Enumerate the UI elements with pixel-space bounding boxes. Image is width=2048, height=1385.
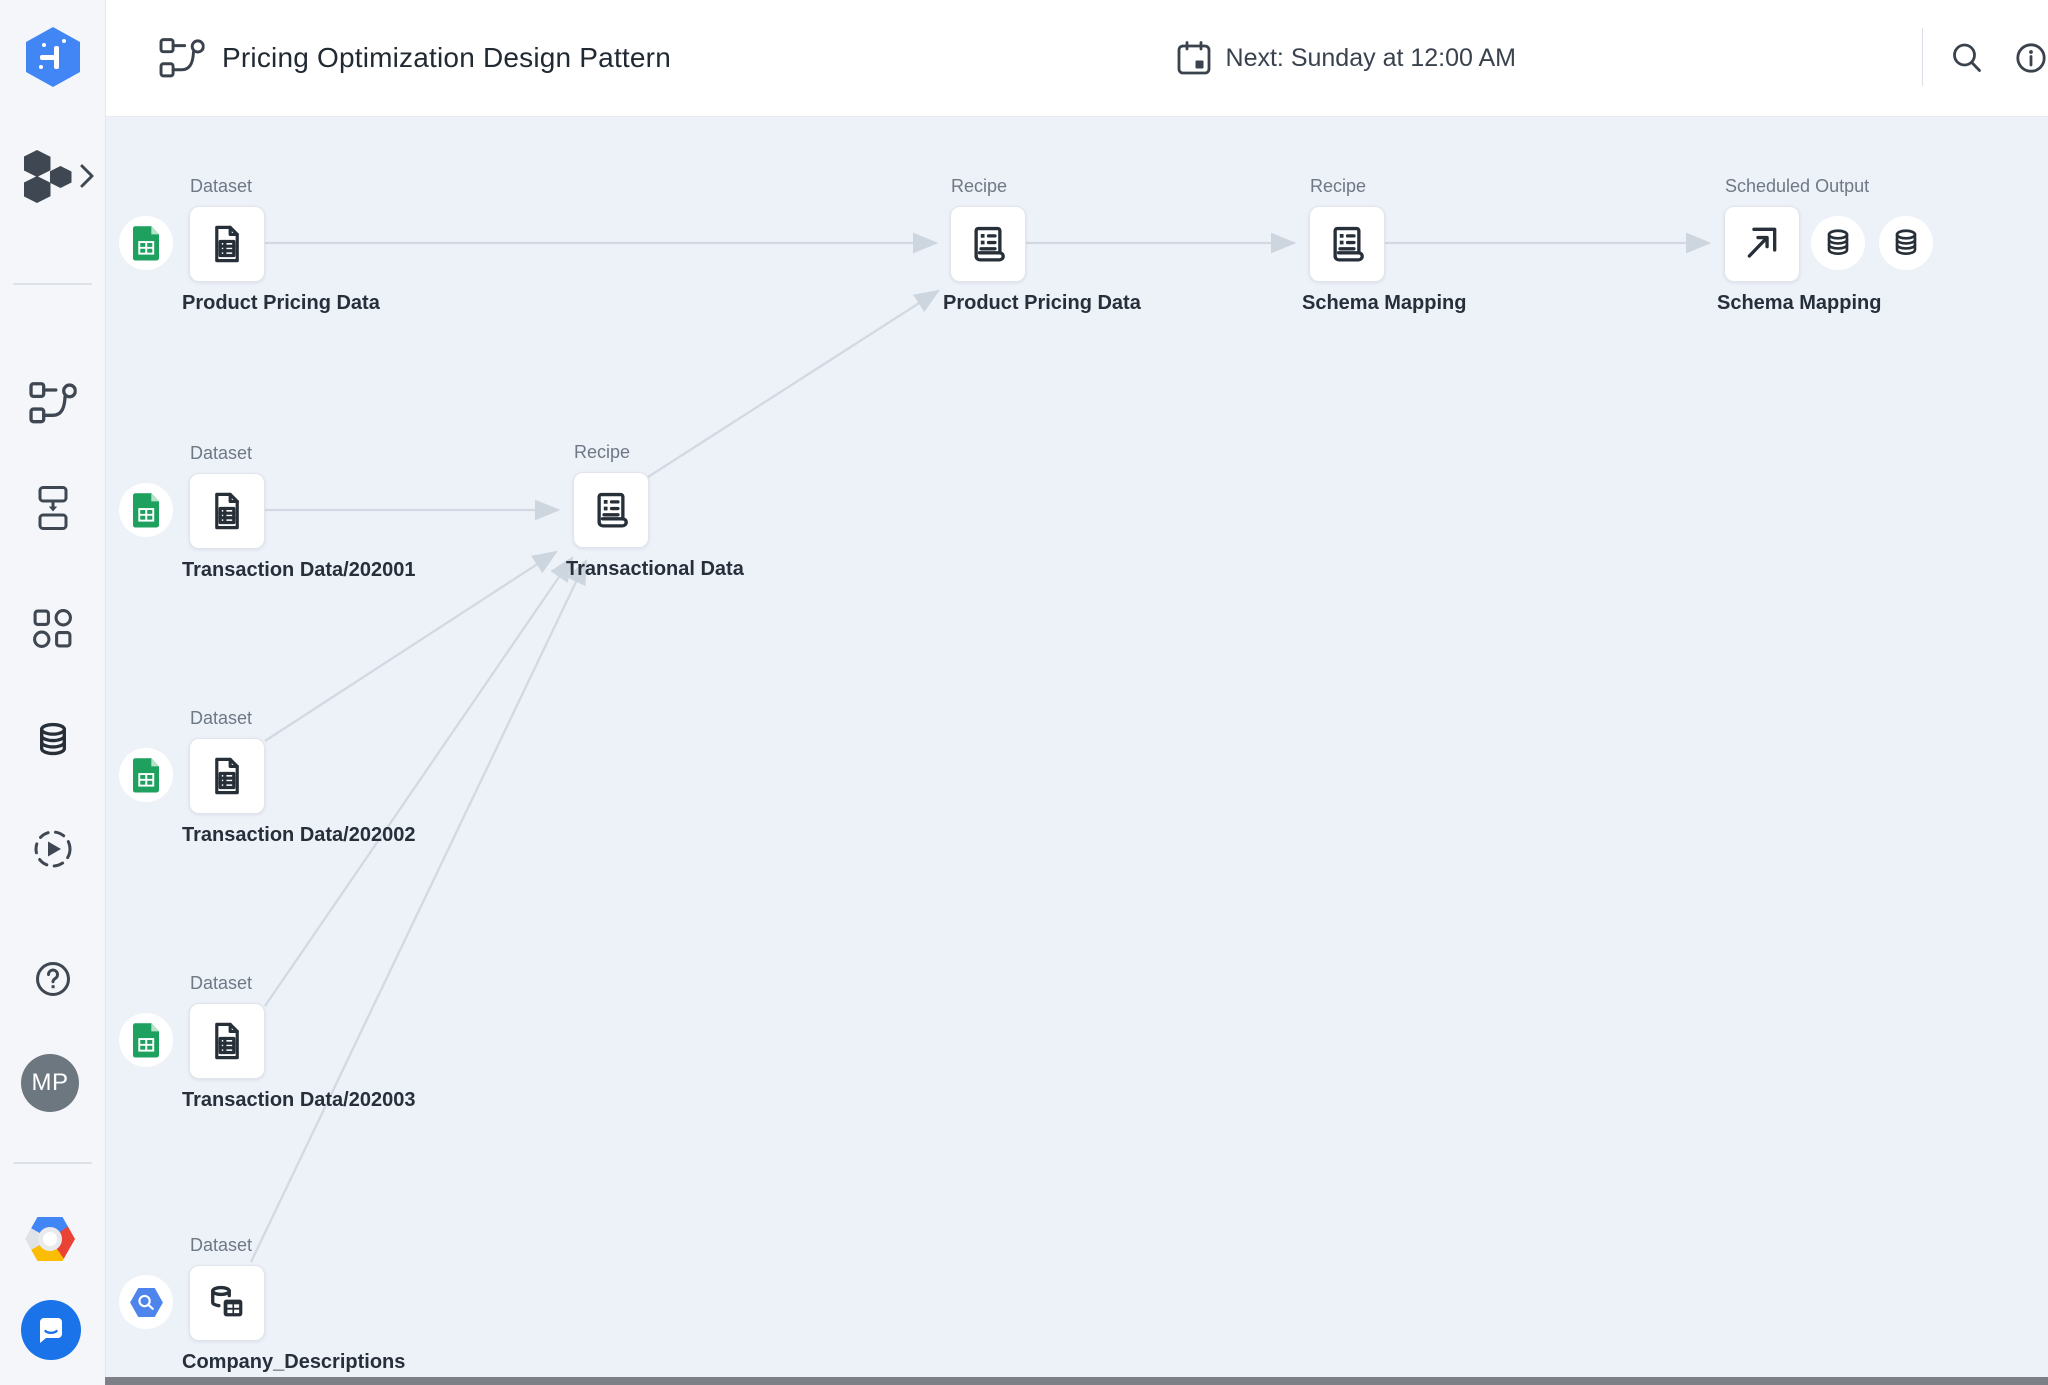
edge <box>264 556 574 1007</box>
flow-node-dataset: Dataset Product Pricing Data <box>119 176 380 314</box>
header-divider <box>1922 28 1923 86</box>
recipe-scroll-icon <box>964 220 1012 268</box>
canvas-bottom-scroll-edge[interactable] <box>105 1377 2048 1385</box>
node-name-label: Transaction Data/202001 <box>182 559 416 581</box>
google-cloud-logo[interactable] <box>25 1217 75 1261</box>
chat-icon[interactable] <box>21 1300 81 1360</box>
sidebar-divider <box>13 283 92 285</box>
bigquery-table-icon <box>203 1279 251 1327</box>
flow-icon <box>28 381 77 425</box>
sidebar: MP <box>0 0 106 1385</box>
flow-node-scheduled-output: Scheduled Output Schema Mapping <box>1717 176 1933 314</box>
node-card[interactable] <box>1309 206 1385 282</box>
output-destination-database[interactable] <box>1811 216 1865 270</box>
node-card[interactable] <box>189 738 265 814</box>
sidebar-item-plans[interactable] <box>0 484 105 532</box>
node-name-label: Schema Mapping <box>1302 292 1467 314</box>
avatar-initials: MP <box>31 1069 69 1096</box>
node-card[interactable] <box>189 206 265 282</box>
node-type-label: Dataset <box>190 176 253 196</box>
search-icon <box>1953 43 1981 72</box>
node-name-label: Transactional Data <box>566 558 744 580</box>
edge <box>249 558 588 1263</box>
sidebar-item-environment-switcher[interactable] <box>0 148 105 204</box>
node-card[interactable] <box>189 473 265 549</box>
sidebar-item-library[interactable] <box>0 606 105 650</box>
database-icon <box>29 716 77 764</box>
node-name-label: Schema Mapping <box>1717 292 1882 314</box>
node-type-label: Dataset <box>190 1235 253 1255</box>
flow-title: Pricing Optimization Design Pattern <box>222 42 671 73</box>
calendar-icon <box>1177 41 1211 75</box>
node-type-label: Recipe <box>1310 176 1367 196</box>
node-type-label: Dataset <box>190 708 253 728</box>
dataset-file-icon <box>204 753 250 799</box>
output-arrow-icon <box>1738 220 1786 268</box>
node-name-label: Transaction Data/202003 <box>182 1089 416 1111</box>
avatar[interactable]: MP <box>21 1054 79 1112</box>
google-sheets-icon <box>119 1013 173 1067</box>
info-button[interactable] <box>2014 0 2048 116</box>
google-sheets-icon <box>119 748 173 802</box>
node-type-label: Dataset <box>190 443 253 463</box>
node-name-label: Product Pricing Data <box>182 292 380 314</box>
dataset-file-icon <box>204 488 250 534</box>
node-name-label: Transaction Data/202002 <box>182 824 416 846</box>
recipe-scroll-icon <box>1323 220 1371 268</box>
node-card[interactable] <box>189 1265 265 1341</box>
node-type-label: Recipe <box>951 176 1008 196</box>
dataprep-logo[interactable] <box>26 27 80 87</box>
plan-icon <box>33 484 73 532</box>
info-icon <box>2016 43 2046 73</box>
hexagon-cluster-chevron-icon <box>7 148 99 204</box>
edge <box>647 289 940 478</box>
header: Pricing Optimization Design Pattern Next… <box>106 0 2048 117</box>
node-name-label: Company_Descriptions <box>182 1351 406 1373</box>
sidebar-divider <box>13 1162 92 1164</box>
flow-node-dataset: Dataset Transaction Data/202002 <box>119 708 415 846</box>
google-sheets-icon <box>119 483 173 537</box>
sidebar-item-connections[interactable] <box>0 716 105 764</box>
node-card[interactable] <box>1724 206 1800 282</box>
recipe-scroll-icon <box>587 486 635 534</box>
library-icon <box>31 607 74 650</box>
node-card[interactable] <box>950 206 1026 282</box>
node-type-label: Dataset <box>190 973 253 993</box>
flow-node-dataset: Dataset Company_Descriptions <box>119 1235 405 1373</box>
database-icon <box>1819 224 1857 262</box>
sidebar-item-flows[interactable] <box>0 381 105 425</box>
flow-node-dataset: Dataset Transaction Data/202001 <box>119 443 415 581</box>
dataset-file-icon <box>204 1018 250 1064</box>
dataset-file-icon <box>204 221 250 267</box>
database-icon <box>1887 224 1925 262</box>
schedule-status[interactable]: Next: Sunday at 12:00 AM <box>1177 0 1516 116</box>
sidebar-item-job-history[interactable] <box>0 827 105 871</box>
bigquery-icon <box>119 1275 173 1329</box>
node-card[interactable] <box>189 1003 265 1079</box>
search-button[interactable] <box>1950 0 1984 116</box>
help-icon <box>33 959 73 999</box>
google-sheets-icon <box>119 216 173 270</box>
flow-node-recipe: Recipe Product Pricing Data <box>943 176 1141 314</box>
schedule-text: Next: Sunday at 12:00 AM <box>1225 43 1516 72</box>
flow-icon <box>158 37 205 79</box>
output-destination-database[interactable] <box>1879 216 1933 270</box>
job-history-icon <box>31 827 75 871</box>
flow-node-recipe: Recipe Schema Mapping <box>1302 176 1466 314</box>
node-type-label: Scheduled Output <box>1725 176 1870 196</box>
sidebar-item-help[interactable] <box>0 958 105 1000</box>
node-type-label: Recipe <box>574 442 631 462</box>
node-card[interactable] <box>573 472 649 548</box>
flow-node-dataset: Dataset Transaction Data/202003 <box>119 973 415 1111</box>
flow-node-recipe: Recipe Transactional Data <box>566 442 744 580</box>
node-name-label: Product Pricing Data <box>943 292 1141 314</box>
